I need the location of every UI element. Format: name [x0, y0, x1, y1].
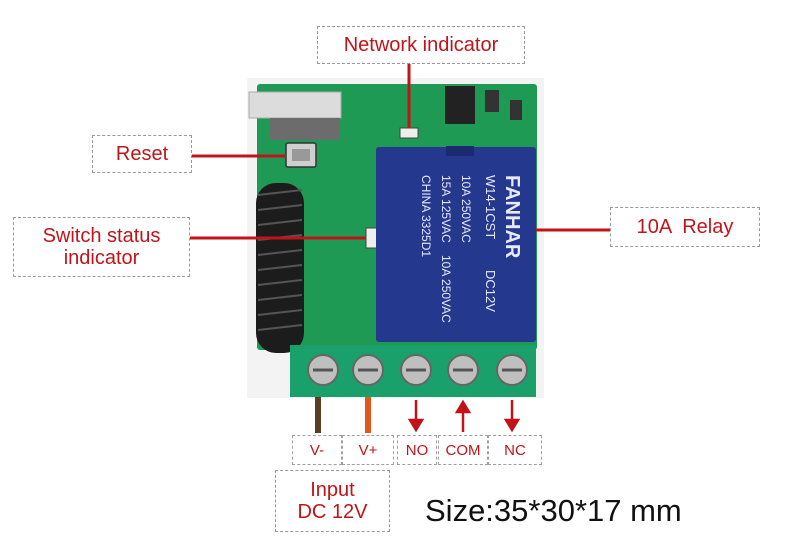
pin-no: NO — [397, 435, 437, 465]
relay-top-notch — [446, 146, 474, 156]
relay-coil: DC12V — [483, 270, 498, 312]
input-label: Input — [310, 478, 355, 501]
callout-leaders — [190, 64, 610, 240]
pin-v-minus-label: V- — [309, 441, 325, 459]
pcb-capacitor — [445, 86, 475, 124]
size-spec: Size:35*30*17 mm — [425, 493, 682, 528]
reset-label: Reset — [115, 142, 169, 165]
network-indicator-led — [399, 127, 419, 139]
relay-rating-1: 10A 250VAC — [459, 175, 473, 243]
antenna-windings — [257, 189, 303, 331]
pin-nc-label: NC — [504, 441, 526, 459]
switch-status-label: Switch status indicator — [42, 224, 161, 269]
input-callout: Input DC 12V — [275, 470, 390, 532]
relay-body — [376, 147, 536, 342]
pin-v-plus-label: V+ — [358, 441, 378, 459]
terminal-screws — [307, 354, 528, 386]
network-indicator-callout: Network indicator — [317, 26, 525, 64]
relay-rating-3: 10A 250VAC — [439, 255, 453, 323]
pcb-chip — [270, 118, 340, 140]
relay-rating-2: 15A 125VAC — [439, 175, 453, 243]
pin-v-minus: V- — [292, 435, 342, 465]
switch-status-callout: Switch status indicator — [13, 217, 190, 277]
network-indicator-label: Network indicator — [343, 33, 499, 56]
relay-model: W14-1CST — [483, 175, 498, 239]
relay-origin: CHINA 3325D1 — [419, 175, 433, 257]
input-voltage-label: DC 12V — [297, 501, 368, 523]
pin-com: COM — [438, 435, 488, 465]
pin-nc: NC — [488, 435, 542, 465]
relay-brand: FANHAR — [501, 175, 523, 259]
reset-button-cap — [292, 149, 310, 161]
reset-callout: Reset — [92, 135, 192, 173]
relay-label: 10A Relay — [636, 215, 734, 238]
relay-markings: FANHAR W14-1CST DC12V 10A 250VAC 15A 125… — [419, 175, 523, 323]
pcb-component — [510, 100, 522, 120]
relay-callout: 10A Relay — [610, 207, 760, 247]
pcb-module — [248, 91, 342, 119]
pin-com-label: COM — [445, 441, 481, 459]
terminal-arrows — [407, 399, 521, 433]
pin-no-label: NO — [405, 441, 429, 459]
pin-v-plus: V+ — [342, 435, 394, 465]
pcb-component — [485, 90, 499, 112]
